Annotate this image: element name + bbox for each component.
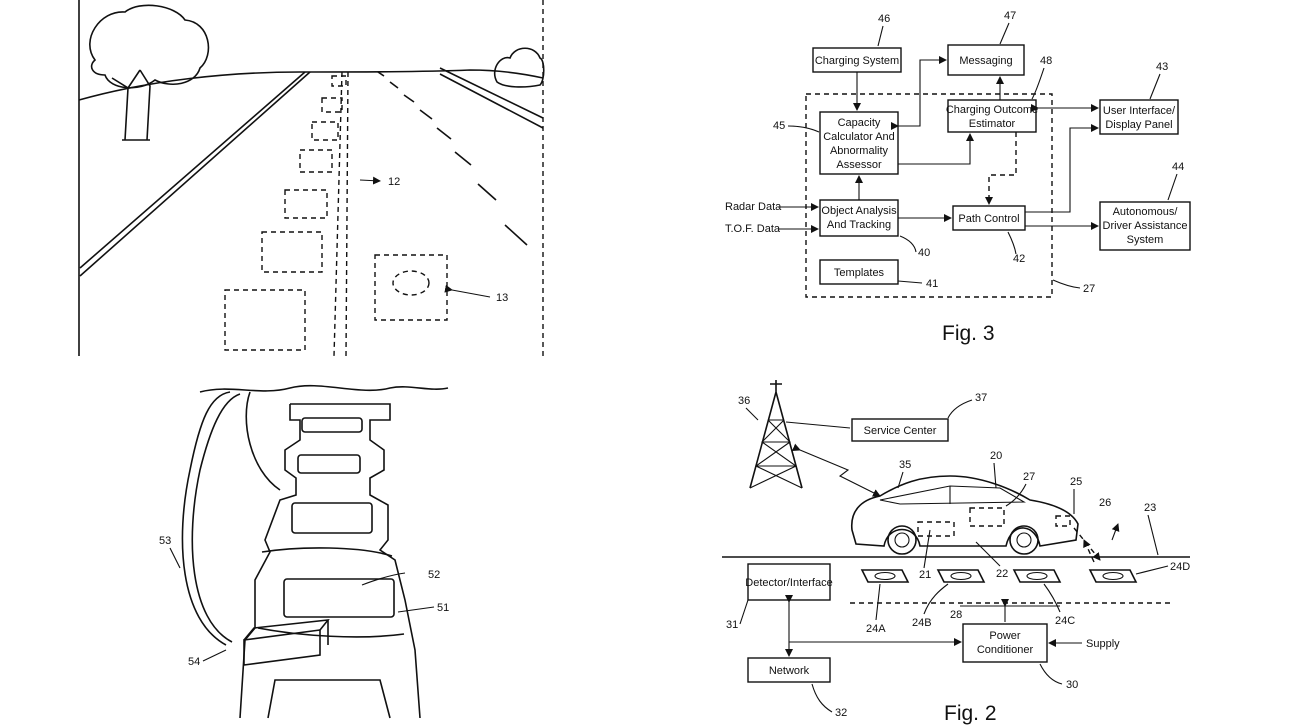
svg-text:44: 44	[1172, 161, 1184, 173]
svg-text:20: 20	[990, 450, 1002, 462]
charging-outcome-estimator-box	[947, 99, 1037, 133]
svg-text:46: 46	[878, 13, 890, 25]
svg-text:48: 48	[1040, 55, 1052, 67]
svg-text:Object Analysis: Object Analysis	[821, 205, 897, 217]
svg-text:54: 54	[188, 656, 200, 668]
service-center-box	[851, 418, 949, 442]
ref-13: 13	[496, 292, 508, 304]
power-conditioner-box	[962, 623, 1048, 663]
svg-text:Power: Power	[989, 630, 1021, 642]
svg-text:Abnormality: Abnormality	[830, 145, 889, 157]
templates-box	[819, 259, 899, 285]
svg-text:Path Control: Path Control	[958, 213, 1019, 225]
svg-text:Network: Network	[769, 665, 810, 677]
svg-text:Detector/Interface: Detector/Interface	[745, 577, 832, 589]
svg-text:Charging System: Charging System	[815, 55, 899, 67]
svg-text:27: 27	[1083, 283, 1095, 295]
svg-text:37: 37	[975, 392, 987, 404]
svg-text:30: 30	[1066, 679, 1078, 691]
svg-text:41: 41	[926, 278, 938, 290]
svg-text:22: 22	[996, 568, 1008, 580]
detector-interface-box	[747, 563, 831, 601]
radar-data-label: Radar Data	[725, 201, 782, 213]
cell-tower-icon	[749, 380, 803, 489]
capacity-calculator-box	[819, 111, 899, 175]
path-control-box	[952, 205, 1026, 231]
svg-text:47: 47	[1004, 10, 1016, 22]
svg-text:36: 36	[738, 395, 750, 407]
svg-text:Capacity: Capacity	[838, 117, 881, 129]
svg-text:Conditioner: Conditioner	[977, 644, 1034, 656]
svg-text:System: System	[1127, 234, 1164, 246]
svg-text:Service Center: Service Center	[864, 425, 937, 437]
svg-text:26: 26	[1099, 497, 1111, 509]
svg-text:24D: 24D	[1170, 561, 1190, 573]
svg-text:32: 32	[835, 707, 847, 719]
svg-text:21: 21	[919, 569, 931, 581]
road-figure: 12 13	[78, 0, 545, 357]
svg-text:27: 27	[1023, 471, 1035, 483]
tof-data-label: T.O.F. Data	[725, 223, 781, 235]
svg-text:40: 40	[918, 247, 930, 259]
svg-text:Messaging: Messaging	[959, 55, 1012, 67]
charging-pad-closeup: 53 52 51 54	[159, 384, 449, 719]
network-box	[747, 657, 831, 683]
svg-text:Templates: Templates	[834, 267, 885, 279]
fig2-caption: Fig. 2	[944, 702, 997, 725]
svg-text:28: 28	[950, 609, 962, 621]
svg-text:24B: 24B	[912, 617, 932, 629]
processor-27-boundary	[805, 93, 1053, 298]
svg-text:Charging Outcome: Charging Outcome	[946, 104, 1038, 116]
supply-label: Supply	[1086, 638, 1120, 650]
ground-pad-13	[374, 254, 448, 321]
svg-text:42: 42	[1013, 253, 1025, 265]
svg-text:51: 51	[437, 602, 449, 614]
svg-text:Autonomous/: Autonomous/	[1113, 206, 1179, 218]
lane-dashes	[377, 71, 528, 246]
svg-text:User Interface/: User Interface/	[1103, 105, 1176, 117]
svg-text:45: 45	[773, 120, 785, 132]
ref-12: 12	[388, 176, 400, 188]
ground-pads-24	[860, 569, 1138, 583]
svg-text:Estimator: Estimator	[969, 118, 1016, 130]
autonomous-system-box	[1099, 201, 1191, 251]
charging-pads-roadside	[224, 71, 349, 357]
svg-text:31: 31	[726, 619, 738, 631]
svg-text:43: 43	[1156, 61, 1168, 73]
tree-illustration	[89, 4, 210, 141]
svg-text:24C: 24C	[1055, 615, 1075, 627]
fig2-system-diagram: Service Center Dete	[722, 380, 1190, 725]
bush-illustration	[493, 47, 545, 88]
svg-text:Display Panel: Display Panel	[1105, 119, 1172, 131]
svg-text:35: 35	[899, 459, 911, 471]
fig3-caption: Fig. 3	[942, 322, 995, 345]
svg-text:And Tracking: And Tracking	[827, 219, 891, 231]
electric-vehicle-illustration	[851, 475, 1079, 555]
svg-text:52: 52	[428, 569, 440, 581]
svg-text:23: 23	[1144, 502, 1156, 514]
svg-text:25: 25	[1070, 476, 1082, 488]
user-interface-box	[1099, 99, 1179, 135]
svg-text:Driver Assistance: Driver Assistance	[1103, 220, 1188, 232]
fig3-block-diagram: Charging System Messaging Capacity Calcu…	[725, 10, 1191, 345]
svg-text:53: 53	[159, 535, 171, 547]
svg-text:24A: 24A	[866, 623, 886, 635]
messaging-box	[947, 44, 1025, 76]
svg-text:Assessor: Assessor	[836, 159, 882, 171]
svg-text:Calculator And: Calculator And	[823, 131, 895, 143]
object-analysis-box	[819, 199, 899, 237]
